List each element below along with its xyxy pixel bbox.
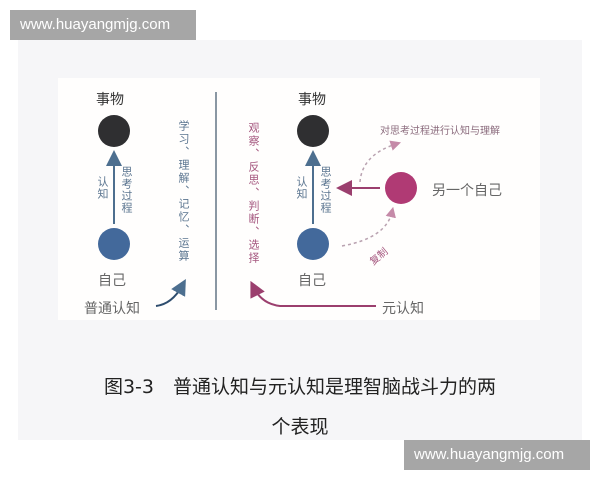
other-self-label: 另一个自己 [432,183,502,199]
watermark-bottom: www.huayangmjg.com [404,440,590,470]
right-self-circle [297,228,329,260]
right-thinking-process-label: 思考过程 [319,166,332,214]
right-thing-circle [297,115,329,147]
left-thing-circle [98,115,130,147]
figure-caption-line1: 图3-3 普通认知与元认知是理智脑战斗力的两 [103,376,497,398]
left-cognition-label: 认知 [96,176,109,200]
watermark-top: www.huayangmjg.com [10,10,196,40]
right-thing-label: 事物 [298,92,326,108]
figure-caption-line2: 个表现 [271,416,329,438]
metacognition-label: 元认知 [382,301,424,317]
left-activities-label: 学习、理解、记忆、运算 [177,120,190,263]
ordinary-cognition-label: 普通认知 [84,301,140,317]
other-self-circle [385,172,417,204]
meta-note-label: 对思考过程进行认知与理解 [380,126,500,137]
left-thinking-process-label: 思考过程 [120,166,133,214]
diagram-card [58,78,540,320]
left-self-label: 自己 [98,273,126,289]
right-cognition-label: 认知 [295,176,308,200]
right-self-label: 自己 [298,273,326,289]
left-thing-label: 事物 [96,92,124,108]
right-activities-label: 观察、反思、判断、选择 [247,122,260,265]
left-self-circle [98,228,130,260]
